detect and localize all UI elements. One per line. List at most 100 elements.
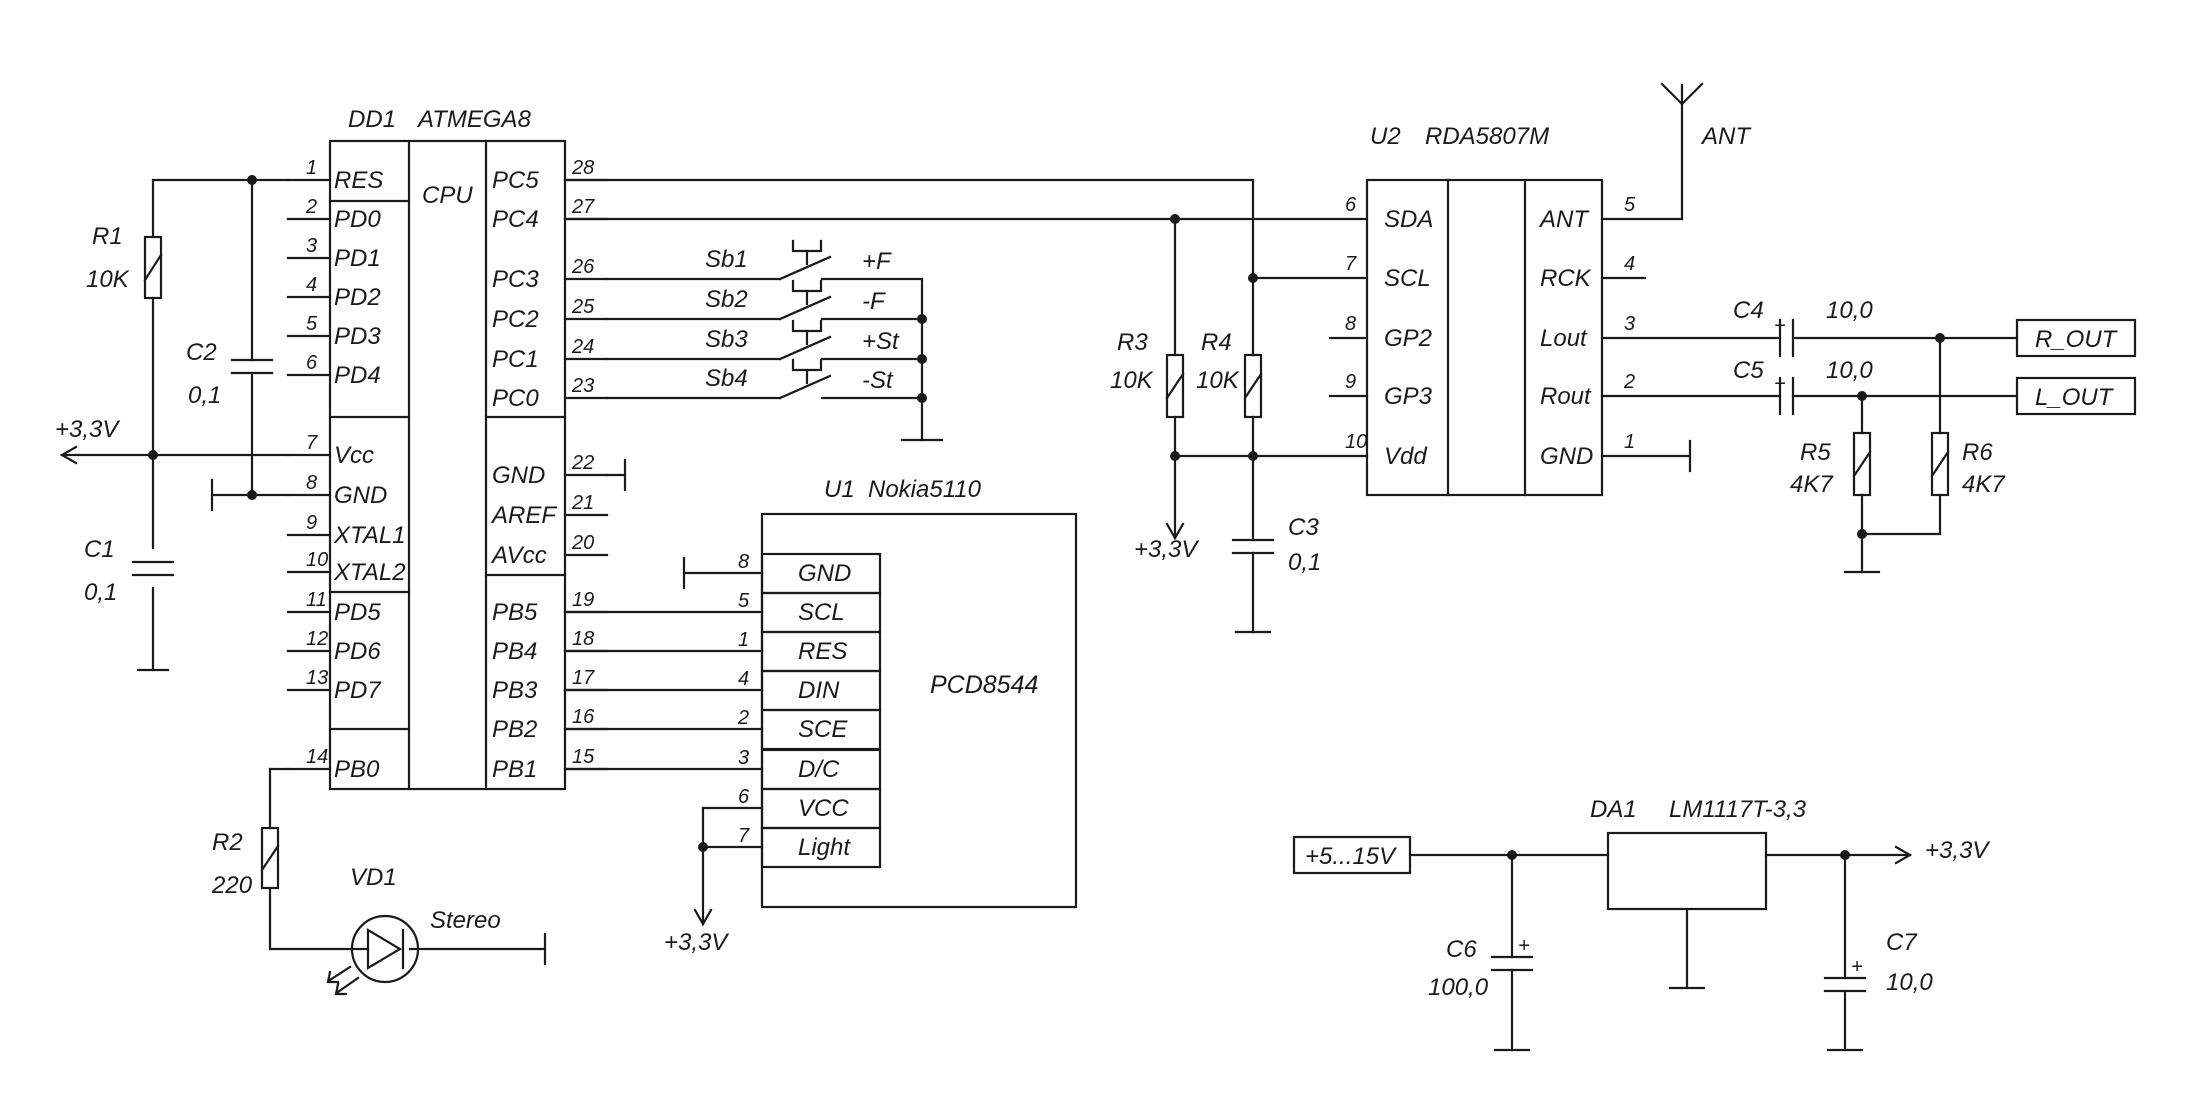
r3-value: 10K: [1110, 367, 1154, 394]
dd1-pin-6-number: 6: [306, 352, 318, 374]
r2-value: 220: [211, 872, 253, 899]
vcc-lcd-label: +3,3V: [664, 929, 729, 956]
vd1-ref: VD1: [350, 864, 397, 891]
u1-chip-label: PCD8544: [930, 671, 1038, 699]
dd1-pin-pc3-label: PC3: [492, 266, 539, 293]
dd1-pin-pd0-label: PD0: [334, 206, 381, 233]
dd1-pin-pc4-label: PC4: [492, 206, 539, 233]
switch-contact: [778, 295, 832, 321]
u1-pin-sce-label: SCE: [798, 716, 848, 743]
u1-pin-2-number: 2: [737, 707, 749, 729]
u2-pin-ant-label: ANT: [1538, 206, 1590, 233]
junction: [247, 490, 257, 500]
u2-pin-rck-label: RCK: [1540, 265, 1592, 292]
dd1-pin-25-number: 25: [571, 296, 595, 318]
c1-ref: C1: [84, 536, 115, 563]
r-out-label: R_OUT: [2035, 326, 2119, 353]
u2-pin-vdd-label: Vdd: [1384, 443, 1427, 470]
da1-part: LM1117T-3,3: [1669, 796, 1807, 823]
u1-pin-gnd-label: GND: [798, 560, 851, 587]
switch-sb3-ref: Sb3: [705, 326, 748, 353]
output-label: +3,3V: [1925, 837, 1990, 864]
dd1-pin-11-number: 11: [306, 589, 327, 611]
dd1-power-stubs: [605, 458, 627, 492]
u2-pin-rout-label: Rout: [1540, 383, 1592, 410]
u1-pin-1-number: 1: [738, 629, 749, 651]
dd1-pin-27-number: 27: [571, 196, 595, 218]
switch-contact: [778, 255, 832, 281]
c4-ref: C4: [1733, 297, 1764, 324]
dd1-pin-pb3-label: PB3: [492, 677, 538, 704]
u2-pin-4-number: 4: [1624, 253, 1635, 275]
u1-pin-light-label: Light: [798, 834, 851, 861]
dd1-pin-14-number: 14: [306, 746, 328, 768]
dd1-pin-pd4-label: PD4: [334, 362, 381, 389]
dd1-pin-vcc-label: Vcc: [334, 442, 374, 469]
dd1-pin-pc1-label: PC1: [492, 346, 539, 373]
c5-value: 10,0: [1826, 357, 1873, 384]
vd1-label: Stereo: [430, 907, 501, 934]
vcc-arrow-right: [1894, 845, 1913, 865]
r6-resistor: [1930, 431, 1950, 497]
r6-ref: R6: [1962, 439, 1993, 466]
light-arrow-icon: [334, 982, 348, 996]
dd1-pin-1-number: 1: [306, 157, 317, 179]
svg-text:+: +: [1774, 373, 1786, 395]
u2-pin-3-number: 3: [1624, 313, 1635, 335]
c3-ref: C3: [1288, 514, 1319, 541]
switch-sb2-function: -F: [862, 288, 886, 315]
u2-pin-scl-label: SCL: [1384, 265, 1431, 292]
u1-pin-4-number: 4: [738, 668, 749, 690]
switch-sb3-function: +St: [862, 328, 900, 355]
svg-text:+: +: [1518, 935, 1530, 957]
r-out-connector: [2015, 318, 2137, 358]
dd1-pin-pd6-label: PD6: [334, 638, 381, 665]
svg-text:+: +: [1851, 956, 1863, 978]
c5-ref: C5: [1733, 357, 1764, 384]
r5-resistor: [1852, 431, 1872, 497]
c2-ref: C2: [186, 339, 217, 366]
switch-contact: [778, 335, 832, 361]
dd1-pin-10-number: 10: [306, 549, 328, 571]
dd1-pin-xtal2-label: XTAL2: [333, 559, 406, 586]
u1-pin-8-number: 8: [738, 551, 749, 573]
dd1-pin-13-number: 13: [306, 667, 328, 689]
dd1-pin-pd2-label: PD2: [334, 284, 381, 311]
dd1-pin-pb1-label: PB1: [492, 756, 537, 783]
c1-value: 0,1: [84, 579, 117, 606]
c7-value: 10,0: [1886, 969, 1933, 996]
u2-pin-sda-label: SDA: [1384, 206, 1433, 233]
input-label: +5...15V: [1305, 843, 1397, 870]
dd1-pin-pb2-label: PB2: [492, 716, 537, 743]
dd1-body: [328, 139, 567, 791]
dd1-pin-pb5-label: PB5: [492, 599, 538, 626]
dd1-ref: DD1: [348, 106, 396, 133]
dd1-pin-xtal1-label: XTAL1: [333, 522, 406, 549]
led-indicator: R2 220 VD1 Stereo: [211, 767, 547, 996]
c7-ref: C7: [1886, 929, 1918, 956]
switch-sb2-ref: Sb2: [705, 286, 748, 313]
r5-ref: R5: [1800, 439, 1831, 466]
vd1-led-body: [350, 914, 420, 984]
dd1-pin-20-number: 20: [571, 532, 594, 554]
dd1-pin-pc5-label: PC5: [492, 167, 539, 194]
u1-pin-3-number: 3: [738, 747, 749, 769]
u1-pin-din-label: DIN: [798, 677, 840, 704]
r1-value: 10K: [86, 266, 130, 293]
dd1-pin-7-number: 7: [306, 432, 318, 454]
c3-value: 0,1: [1288, 549, 1321, 576]
c6-value: 100,0: [1428, 974, 1489, 1001]
u2-pin-5-number: 5: [1624, 194, 1636, 216]
da1-body: [1606, 831, 1768, 911]
switch-actuator: [791, 358, 823, 372]
u1-pin-scl-label: SCL: [798, 599, 845, 626]
dd1-pin-pd3-label: PD3: [334, 323, 381, 350]
switch-actuator: [791, 239, 823, 253]
dd1-part: ATMEGA8: [416, 106, 532, 133]
audio-output: + + C4 10,0 C5 10,0 R5 4K7 R6 4K7 R_OUT …: [1600, 297, 2137, 574]
vcc-arrow-left: [59, 445, 78, 465]
dd1-pin-4-number: 4: [306, 274, 317, 296]
